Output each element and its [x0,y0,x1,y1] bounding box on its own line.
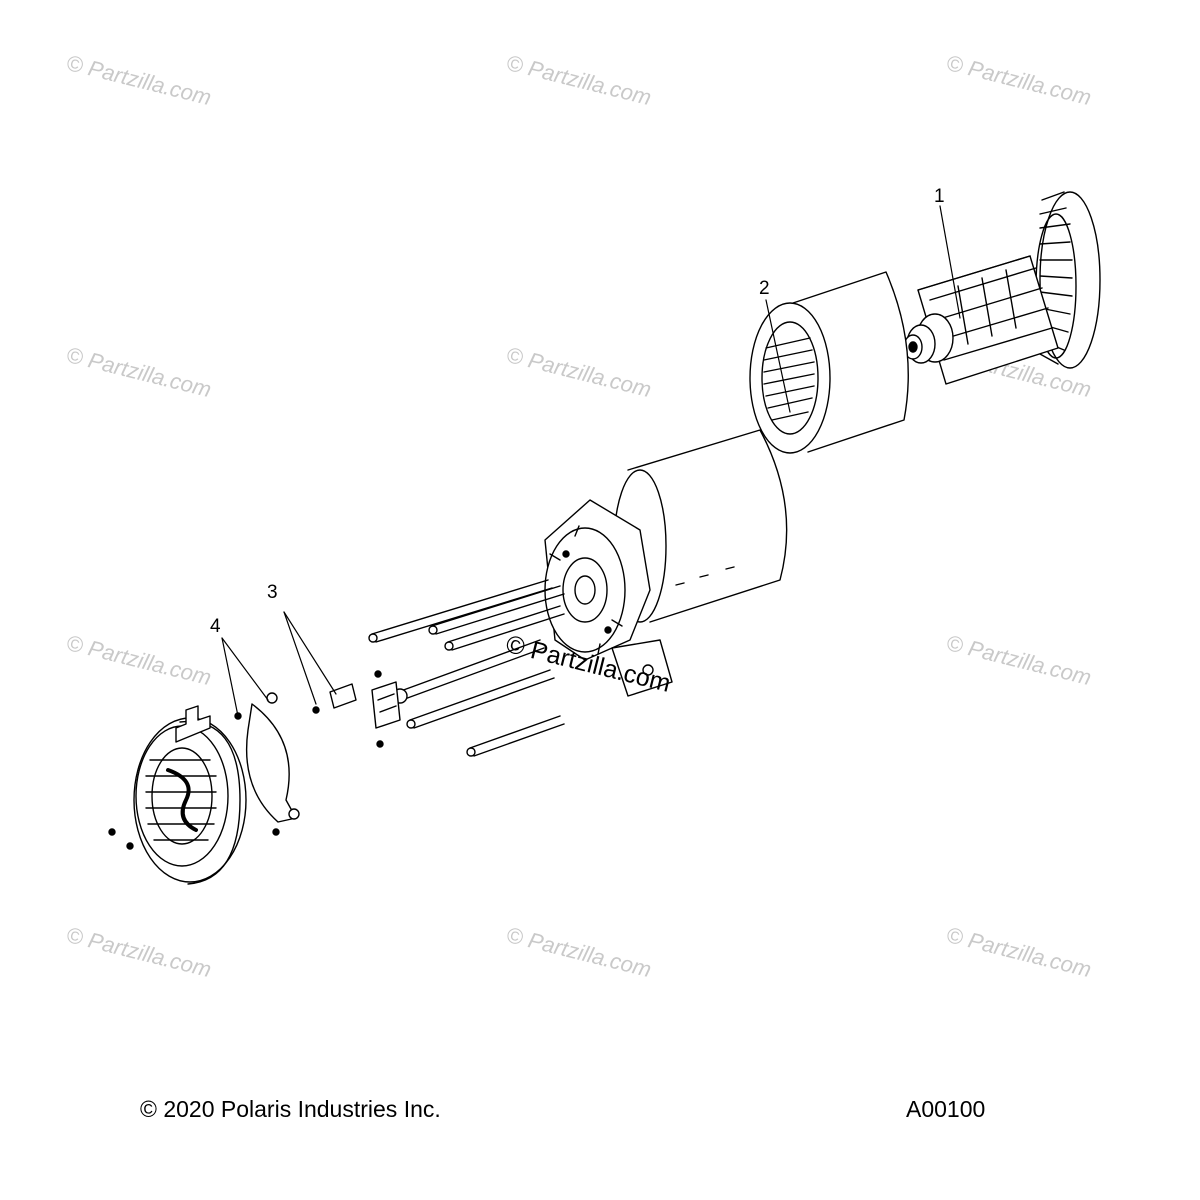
through-bolts [368,579,565,757]
copyright-text: © 2020 Polaris Industries Inc. [140,1096,441,1122]
rotor-assembly [882,191,1101,385]
callout-4: 4 [210,616,221,637]
cover-plate [234,692,300,836]
callout-2: 2 [759,278,770,299]
callout-1: 1 [934,186,945,207]
leader-lines [221,205,961,717]
brush-holder [312,670,401,748]
end-cover [108,705,247,885]
callout-3: 3 [267,582,278,603]
diagram-code: A00100 [906,1096,986,1122]
stator-assembly [544,271,909,697]
